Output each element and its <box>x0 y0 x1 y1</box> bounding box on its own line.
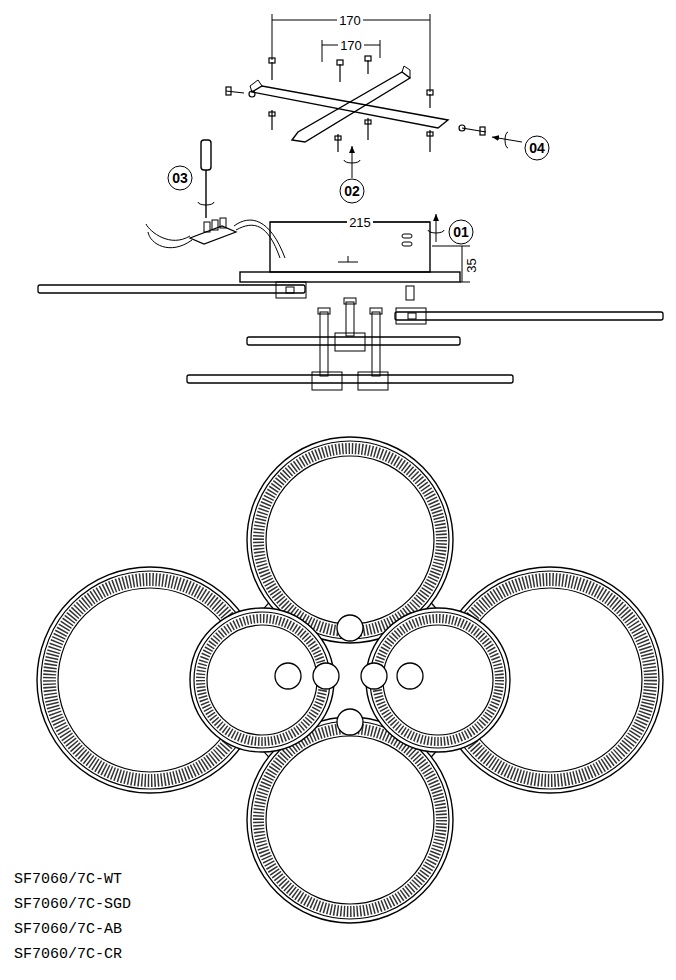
model-number: SF7060/7C-WT <box>14 872 122 887</box>
dimension-label: 35 <box>465 256 478 274</box>
model-number: SF7060/7C-CR <box>14 947 122 962</box>
callout-number: 02 <box>344 184 360 198</box>
dimension-label: 170 <box>338 39 364 52</box>
dimension-label: 170 <box>337 14 363 27</box>
callout-number: 03 <box>172 171 188 185</box>
callout-number: 01 <box>453 225 469 239</box>
model-number: SF7060/7C-SGD <box>14 897 131 912</box>
callout-number: 04 <box>529 141 545 155</box>
model-number: SF7060/7C-AB <box>14 922 122 937</box>
mounting-bracket <box>38 14 663 390</box>
dimension-label: 215 <box>347 216 373 229</box>
lamp-bottom-view <box>37 437 663 923</box>
